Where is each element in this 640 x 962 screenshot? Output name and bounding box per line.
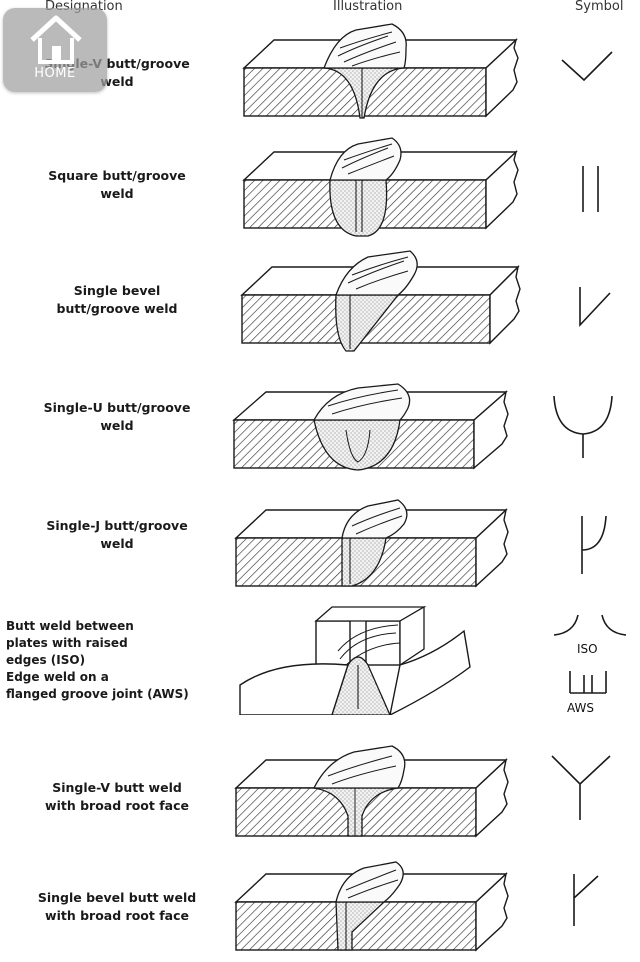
illustration-single-u bbox=[232, 383, 509, 471]
illustration-single-v bbox=[242, 23, 519, 119]
illustration-single-bevel bbox=[240, 250, 521, 352]
home-button[interactable]: HOME bbox=[3, 8, 107, 92]
weld-row-flanged: Butt weld between plates with raised edg… bbox=[0, 605, 640, 715]
symbol-bevel-root bbox=[573, 874, 599, 926]
illustration-flanged bbox=[239, 605, 471, 715]
designation-bevel-root: Single bevel butt weld with broad root f… bbox=[37, 890, 197, 923]
symbol-single-y bbox=[551, 755, 611, 820]
designation-square: Square butt/groove weld bbox=[48, 168, 186, 201]
illustration-single-j bbox=[234, 499, 509, 588]
weld-row-single-v-root: Single-V butt weld with broad root face bbox=[0, 742, 640, 852]
symbol-single-v bbox=[561, 51, 613, 82]
weld-row-bevel-root: Single bevel butt weld with broad root f… bbox=[0, 852, 640, 962]
symbol-flanged bbox=[553, 614, 627, 694]
symbol-single-bevel bbox=[579, 287, 611, 328]
designation-single-v-root: Single-V butt weld with broad root face bbox=[45, 780, 189, 813]
symbol-label-aws: AWS bbox=[567, 701, 595, 715]
weld-row-single-j: Single-J butt/groove weld bbox=[0, 480, 640, 590]
designation-single-bevel: Single bevel butt/groove weld bbox=[56, 283, 178, 316]
illustration-bevel-root bbox=[234, 861, 509, 952]
home-label: HOME bbox=[34, 66, 76, 81]
home-icon bbox=[30, 15, 82, 64]
designation-flanged: Butt weld between plates with raised edg… bbox=[6, 618, 189, 701]
header-illustration: Illustration bbox=[333, 0, 403, 14]
illustration-square bbox=[242, 137, 519, 237]
weld-row-single-u: Single-U butt/groove weld bbox=[0, 362, 640, 472]
weld-row-single-v: Single-V butt/groove weld bbox=[0, 18, 640, 128]
symbol-square bbox=[582, 166, 599, 212]
symbol-single-j bbox=[581, 515, 607, 574]
header-symbol: Symbol bbox=[575, 0, 624, 14]
designation-single-u: Single-U butt/groove weld bbox=[43, 400, 191, 433]
symbol-label-iso: ISO bbox=[577, 642, 598, 656]
symbol-single-u bbox=[553, 395, 613, 458]
illustration-single-v-root bbox=[234, 745, 509, 838]
weld-row-single-bevel: Single bevel butt/groove weld bbox=[0, 245, 640, 355]
designation-single-j: Single-J butt/groove weld bbox=[46, 518, 188, 551]
weld-row-square: Square butt/groove weld bbox=[0, 130, 640, 240]
